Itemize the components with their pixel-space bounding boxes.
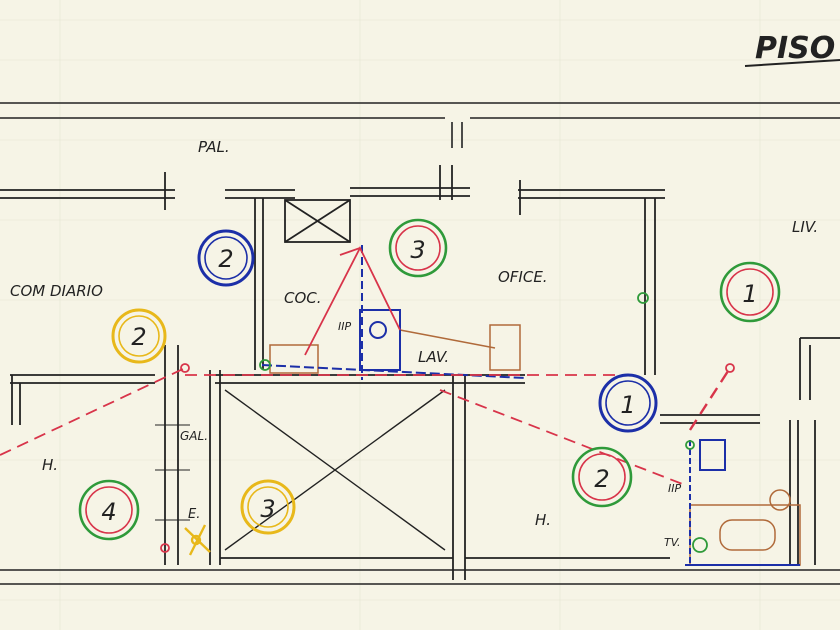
- marker-blue-coc: 2: [197, 229, 255, 287]
- label-iip-coc: IIP: [338, 320, 351, 333]
- marker-green-liv: 1: [719, 261, 781, 323]
- stove-fixture: [269, 344, 319, 374]
- fixtures: [269, 324, 801, 566]
- label-coc: COC.: [284, 289, 322, 307]
- lamp-symbol: [184, 524, 211, 556]
- electrical-lines: [0, 245, 735, 553]
- bathtub-fixture: [719, 519, 776, 551]
- label-h-right: H.: [535, 511, 551, 529]
- marker-green-left: 4: [78, 479, 140, 541]
- svg-text:2: 2: [594, 465, 609, 493]
- svg-text:4: 4: [101, 498, 116, 526]
- svg-text:2: 2: [131, 323, 146, 351]
- sheet-title: PISO: [744, 31, 840, 67]
- marker-yellow-com: 2: [111, 308, 167, 364]
- label-h-left: H.: [42, 456, 58, 474]
- svg-text:3: 3: [260, 495, 275, 523]
- room-labels: PAL. COM DIARIO COC. OFICE. LIV. LAV. GA…: [10, 138, 818, 549]
- label-e: E.: [188, 507, 200, 522]
- label-liv: LIV.: [792, 218, 818, 236]
- label-ofice: OFICE.: [498, 268, 548, 286]
- marker-blue-hall: 1: [598, 373, 658, 433]
- bath-fixture: [689, 504, 801, 566]
- label-com-diario: COM DIARIO: [10, 282, 103, 300]
- green-points: [259, 292, 708, 553]
- label-iip-right: IIP: [668, 482, 681, 495]
- bidet-fixture: [769, 489, 791, 511]
- svg-text:3: 3: [410, 236, 425, 264]
- label-tv: TV.: [664, 536, 680, 549]
- marker-yellow-gal: 3: [240, 479, 296, 535]
- label-gal: GAL.: [180, 429, 208, 443]
- outer-walls: [0, 102, 840, 585]
- marker-green-coc: 3: [388, 218, 448, 278]
- marker-green-hall: 2: [571, 446, 633, 508]
- plumbing-lines: [261, 245, 800, 566]
- svg-text:1: 1: [620, 391, 635, 419]
- svg-text:2: 2: [218, 245, 233, 273]
- interior-walls: [0, 165, 840, 580]
- label-pal: PAL.: [198, 138, 230, 156]
- svg-text:1: 1: [742, 280, 757, 308]
- label-lav: LAV.: [418, 348, 449, 366]
